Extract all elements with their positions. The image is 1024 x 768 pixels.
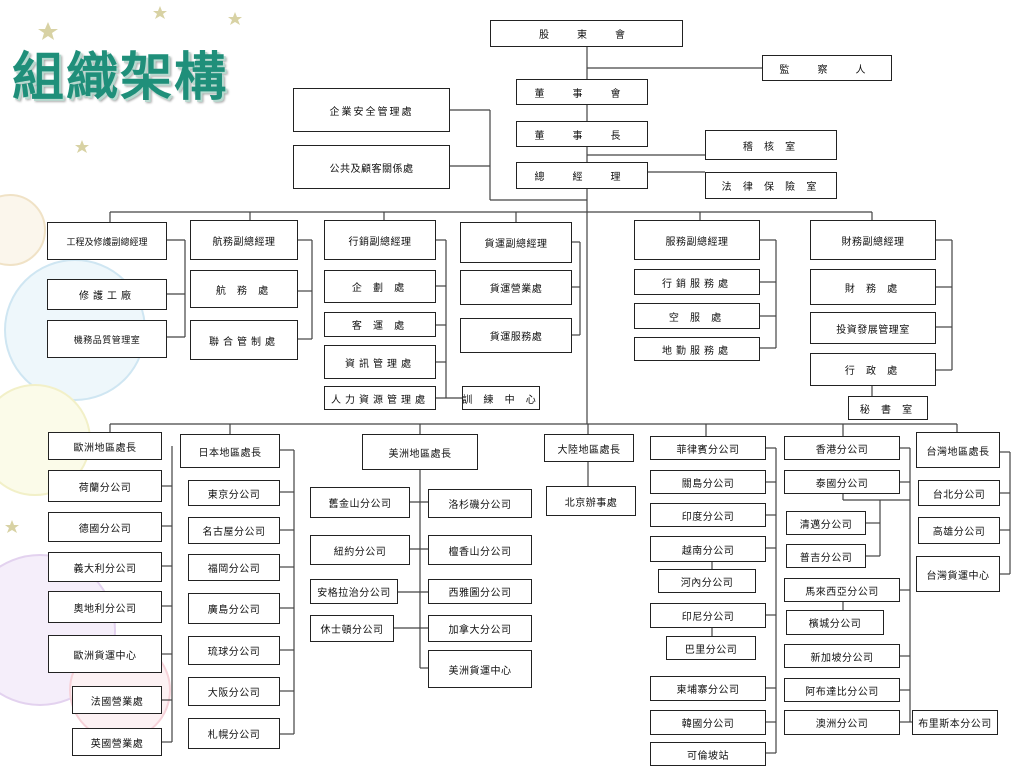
org-node-audit-office: 稽 核 室 [705,130,837,160]
org-node-secretariat: 秘 書 室 [848,396,928,420]
org-node-finance-dept: 財 務 處 [810,269,936,305]
org-node-legal-office: 法 律 保 險 室 [705,172,837,199]
org-node-hr-dept: 人力資源管理處 [324,386,436,410]
org-node-kaohsiung: 高雄分公司 [918,517,1000,544]
org-node-flight-ops-dept: 航 務 處 [190,270,298,308]
org-node-admin-dept: 行 政 處 [810,353,936,386]
org-node-tokyo: 東京分公司 [188,480,280,506]
page-title: 組織架構 [12,47,229,108]
org-node-vp-engineering: 工程及修護副總經理 [47,222,167,260]
org-node-seattle: 西雅圖分公司 [428,579,532,604]
org-node-taiwan-head: 台灣地區處長 [916,432,1000,468]
org-node-thailand: 泰國分公司 [784,470,900,494]
org-node-australia: 澳洲分公司 [784,710,900,735]
org-node-it-dept: 資訊管理處 [324,345,436,379]
org-node-americas-head: 美洲地區處長 [362,434,478,470]
org-node-europe-cargo: 歐洲貨運中心 [48,635,162,673]
org-node-france: 法國營業處 [72,686,162,714]
org-node-americas-cargo: 美洲貨運中心 [428,650,532,688]
org-node-brisbane: 布里斯本分公司 [912,710,998,735]
org-node-ops-control-dept: 聯合管制處 [190,320,298,360]
org-node-fukuoka: 福岡分公司 [188,554,280,581]
org-node-colombo: 可倫坡站 [650,742,766,766]
org-node-indonesia: 印尼分公司 [650,603,766,628]
org-node-austria: 奧地利分公司 [48,591,162,623]
org-node-vp-marketing: 行銷副總經理 [324,220,436,260]
org-node-malaysia: 馬來西亞分公司 [784,578,900,602]
org-node-vp-cargo: 貨運副總經理 [460,222,572,263]
org-node-beijing-office: 北京辦事處 [546,486,636,516]
org-node-marketing-service-dept: 行銷服務處 [634,269,760,295]
org-node-bali: 巴里分公司 [666,636,756,660]
org-node-chiang-mai: 清邁分公司 [786,511,866,535]
org-node-guam: 關島分公司 [650,470,766,494]
org-node-netherlands: 荷蘭分公司 [48,470,162,502]
org-node-vp-finance: 財務副總經理 [810,220,936,260]
org-node-nagoya: 名古屋分公司 [188,517,280,544]
org-node-shareholders: 股 東 會 [490,20,683,47]
org-node-houston: 休士頓分公司 [310,615,394,642]
org-node-taipei: 台北分公司 [918,480,1000,506]
bubble-icon [0,194,46,266]
org-node-philippines: 菲律賓分公司 [650,436,766,460]
org-node-san-francisco: 舊金山分公司 [310,487,410,518]
org-node-okinawa: 琉球分公司 [188,636,280,665]
org-node-italy: 義大利分公司 [48,552,162,582]
org-node-cabin-service-dept: 空 服 處 [634,303,760,329]
org-node-germany: 德國分公司 [48,512,162,542]
star-icon [38,22,58,40]
org-node-new-york: 紐約分公司 [310,535,410,565]
org-node-hong-kong: 香港分公司 [784,436,900,460]
org-node-europe-head: 歐洲地區處長 [48,432,162,460]
org-node-sapporo: 札幌分公司 [188,718,280,749]
org-node-investment-office: 投資發展管理室 [810,312,936,344]
org-node-safety-dept: 企業安全管理處 [293,88,450,132]
star-icon [228,12,242,25]
org-node-uk: 英國營業處 [72,728,162,756]
org-node-supervisors: 監 察 人 [762,55,892,81]
star-icon [153,6,167,19]
org-node-maintenance-plant: 修護工廠 [47,279,167,310]
org-node-aircraft-quality: 機務品質管理室 [47,320,167,358]
org-node-ground-service-dept: 地勤服務處 [634,337,760,361]
org-node-honolulu: 檀香山分公司 [428,535,532,565]
org-node-vietnam: 越南分公司 [650,536,766,562]
org-node-chairman: 董 事 長 [516,121,648,147]
org-node-penang: 檳城分公司 [786,610,884,635]
org-node-cargo-service-dept: 貨運服務處 [460,318,572,353]
org-node-hanoi: 河內分公司 [658,569,756,593]
org-node-board: 董 事 會 [516,79,648,105]
org-node-japan-head: 日本地區處長 [180,434,280,468]
org-node-taiwan-cargo: 台灣貨運中心 [916,556,1000,592]
org-node-osaka: 大阪分公司 [188,677,280,706]
org-node-vp-flight-ops: 航務副總經理 [190,220,298,260]
org-node-anchorage: 安格拉治分公司 [310,579,398,604]
org-node-hiroshima: 廣島分公司 [188,593,280,624]
org-node-training-center: 訓 練 中 心 [462,386,540,410]
org-node-public-affairs-dept: 公共及顧客關係處 [293,145,450,189]
org-node-phuket: 普吉分公司 [786,544,866,568]
star-icon [5,520,19,533]
org-node-los-angeles: 洛杉磯分公司 [428,489,532,518]
star-icon [75,140,89,153]
org-node-korea: 韓國分公司 [650,710,766,735]
org-node-mainland-head: 大陸地區處長 [544,434,634,462]
org-node-planning-dept: 企 劃 處 [324,270,436,303]
org-node-canada: 加拿大分公司 [428,615,532,642]
org-node-cambodia: 柬埔寨分公司 [650,676,766,701]
org-node-vp-service: 服務副總經理 [634,220,760,260]
org-node-president: 總 經 理 [516,162,648,189]
org-node-abu-dhabi: 阿布達比分公司 [784,678,900,702]
org-node-singapore: 新加坡分公司 [784,644,900,668]
org-node-india: 印度分公司 [650,503,766,527]
org-node-cargo-sales-dept: 貨運營業處 [460,270,572,305]
org-node-passenger-dept: 客 運 處 [324,312,436,337]
